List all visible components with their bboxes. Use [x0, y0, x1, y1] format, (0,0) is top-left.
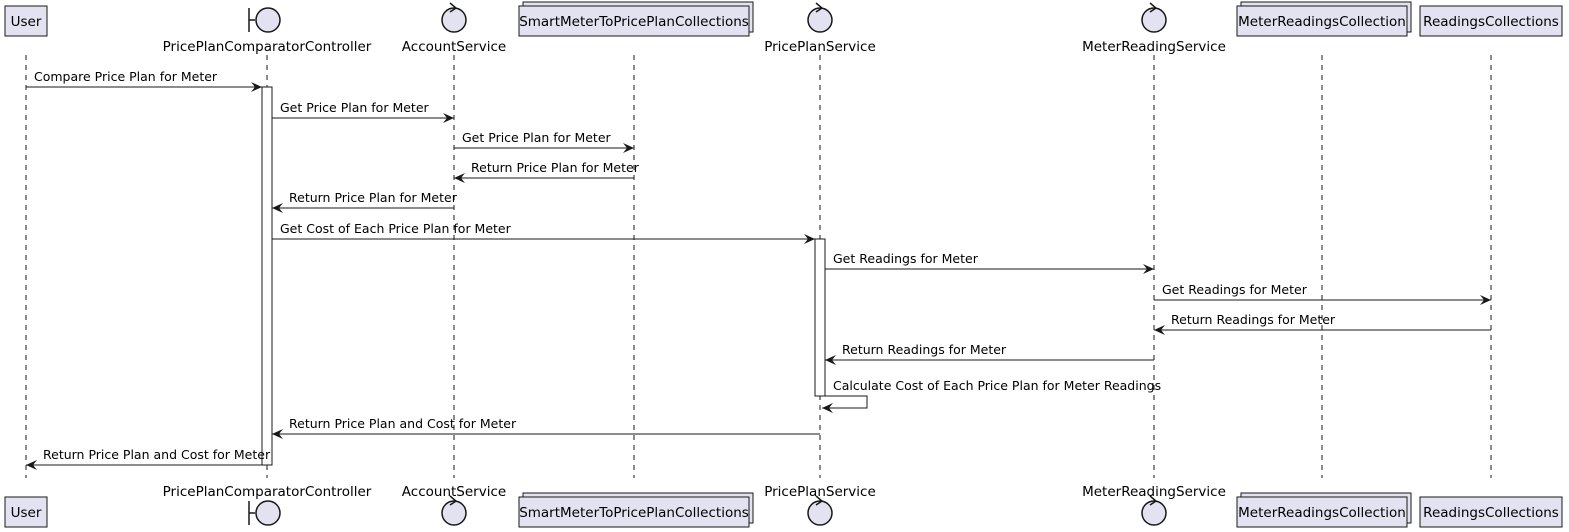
participant-label: ReadingsCollections: [1423, 505, 1559, 521]
participant-label: MeterReadingsCollection: [1238, 14, 1406, 30]
participant-label: ReadingsCollections: [1423, 14, 1559, 30]
participant-account-bottom[interactable]: AccountService: [402, 484, 506, 526]
boundary-icon: [248, 500, 281, 526]
activations: [261, 86, 826, 466]
message-7: Get Readings for Meter: [825, 251, 1154, 274]
message-12: Return Price Plan and Cost for Meter: [272, 416, 820, 439]
participant-priceplan-top[interactable]: PricePlanService: [764, 2, 876, 55]
message-8: Get Readings for Meter: [1154, 282, 1491, 305]
participant-meterreading-bottom[interactable]: MeterReadingService: [1082, 484, 1226, 526]
participant-readings-bottom[interactable]: ReadingsCollections: [1419, 496, 1563, 528]
message-3: Get Price Plan for Meter: [454, 130, 634, 153]
message-4: Return Price Plan for Meter: [454, 160, 640, 183]
participant-label: SmartMeterToPricePlanCollections: [519, 505, 749, 521]
participant-account-top[interactable]: AccountService: [402, 2, 506, 55]
message-5: Return Price Plan for Meter: [272, 190, 458, 213]
participant-meterreadings-bottom[interactable]: MeterReadingsCollection: [1236, 492, 1412, 528]
self-message-arrow: [821, 395, 868, 413]
participant-label: MeterReadingService: [1082, 484, 1226, 500]
participant-box: [4, 496, 48, 528]
message-label: Get Price Plan for Meter: [280, 100, 430, 115]
participant-meterreading-top[interactable]: MeterReadingService: [1082, 2, 1226, 55]
boundary-icon: [248, 7, 281, 33]
participant-user-bottom[interactable]: User: [4, 496, 48, 528]
participant-smartmeter-top[interactable]: SmartMeterToPricePlanCollections: [518, 1, 754, 37]
participant-box: [1236, 5, 1408, 37]
participant-label: SmartMeterToPricePlanCollections: [519, 14, 749, 30]
message-10: Return Readings for Meter: [825, 342, 1154, 365]
message-label: Compare Price Plan for Meter: [34, 69, 218, 84]
message-label: Return Readings for Meter: [842, 342, 1007, 357]
participant-label: AccountService: [402, 39, 506, 55]
participant-readings-top[interactable]: ReadingsCollections: [1419, 5, 1563, 37]
participant-box: [518, 5, 750, 37]
participant-box: [1419, 5, 1563, 37]
control-icon: [807, 495, 833, 526]
participant-controller-top[interactable]: PricePlanComparatorController: [163, 7, 372, 55]
control-icon: [441, 2, 467, 33]
activation-bar-controller: [261, 86, 273, 466]
participant-box: [4, 5, 48, 37]
control-icon: [441, 495, 467, 526]
participant-box: [518, 496, 750, 528]
participant-box: [1236, 496, 1408, 528]
control-icon: [1141, 2, 1167, 33]
message-label: Get Readings for Meter: [833, 251, 979, 266]
message-label: Return Price Plan and Cost for Meter: [289, 416, 517, 431]
message-6: Get Cost of Each Price Plan for Meter: [272, 221, 815, 244]
participant-label: AccountService: [402, 484, 506, 500]
message-13: Return Price Plan and Cost for Meter: [26, 447, 271, 470]
message-label: Return Readings for Meter: [1171, 312, 1336, 327]
participant-heads-bottom: User PricePlanComparatorController Account…: [4, 484, 1563, 528]
message-label: Return Price Plan and Cost for Meter: [43, 447, 271, 462]
participant-label: MeterReadingService: [1082, 39, 1226, 55]
message-1: Compare Price Plan for Meter: [26, 69, 262, 92]
participant-controller-bottom[interactable]: PricePlanComparatorController: [163, 484, 372, 526]
participant-box: [1419, 496, 1563, 528]
message-label: Get Cost of Each Price Plan for Meter: [280, 221, 512, 236]
activation-bar-priceplan: [814, 238, 826, 397]
participant-label: User: [11, 14, 42, 30]
participant-label: MeterReadingsCollection: [1238, 505, 1406, 521]
participant-meterreadings-top[interactable]: MeterReadingsCollection: [1236, 1, 1412, 37]
participant-label: User: [11, 505, 42, 521]
participant-label: PricePlanComparatorController: [163, 484, 372, 500]
participant-label: PricePlanService: [764, 484, 876, 500]
participant-label: PricePlanService: [764, 39, 876, 55]
participant-user-top[interactable]: User: [4, 5, 48, 37]
message-2: Get Price Plan for Meter: [272, 100, 454, 123]
message-9: Return Readings for Meter: [1154, 312, 1491, 335]
message-label: Get Readings for Meter: [1162, 282, 1308, 297]
control-icon: [807, 2, 833, 33]
lifelines: [25, 55, 1492, 478]
control-icon: [1141, 495, 1167, 526]
message-label: Calculate Cost of Each Price Plan for Me…: [833, 378, 1161, 393]
participant-label: PricePlanComparatorController: [163, 39, 372, 55]
participant-smartmeter-bottom[interactable]: SmartMeterToPricePlanCollections: [518, 492, 754, 528]
message-label: Get Price Plan for Meter: [462, 130, 612, 145]
message-label: Return Price Plan for Meter: [289, 190, 458, 205]
message-11: Calculate Cost of Each Price Plan for Me…: [821, 378, 1161, 413]
message-label: Return Price Plan for Meter: [471, 160, 640, 175]
participant-priceplan-bottom[interactable]: PricePlanService: [764, 484, 876, 526]
